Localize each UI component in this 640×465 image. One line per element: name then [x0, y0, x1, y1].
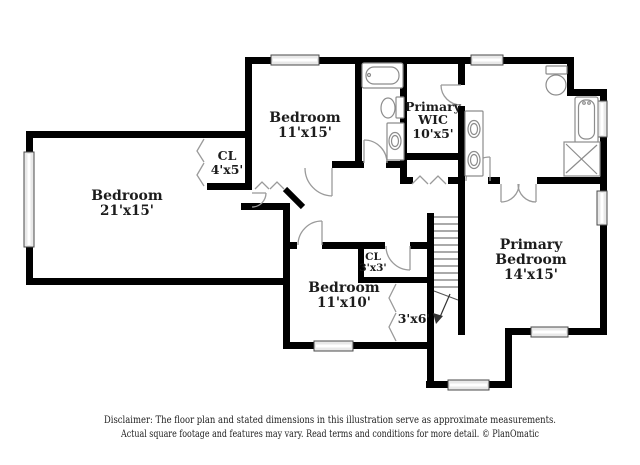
wall-segment — [458, 184, 465, 335]
closet-cl45-label: CL — [218, 148, 237, 163]
window — [23, 151, 35, 248]
bath-fixtures — [361, 62, 601, 177]
primary-bedroom-label-2: Bedroom — [495, 252, 567, 268]
stairs-direction-arrow — [439, 293, 451, 318]
wall-segment — [410, 242, 428, 249]
wall-segment — [283, 242, 297, 249]
walls — [26, 57, 607, 388]
primary-wic-label-2: WIC — [417, 112, 448, 127]
wall-segment — [332, 161, 364, 168]
wall-segment — [358, 247, 364, 279]
disclaimer-line-1: Disclaimer: The floor plan and stated di… — [104, 415, 556, 426]
wall-segment — [427, 213, 434, 388]
window — [447, 379, 490, 391]
wall-segment — [358, 277, 428, 283]
bedroom-top-label: Bedroom — [269, 110, 341, 126]
wall-segment — [400, 177, 413, 184]
wall-segment — [400, 153, 465, 160]
window — [470, 54, 504, 66]
door-arc — [385, 245, 411, 271]
bathtub — [361, 62, 404, 89]
wall-segment — [458, 106, 465, 184]
wall-segment — [386, 161, 403, 168]
bedroom-left-dims: 21'x15' — [100, 203, 154, 219]
wall-segment — [283, 342, 434, 349]
closet-cl45-dims: 4'x5' — [211, 162, 244, 177]
door-arc — [251, 192, 267, 208]
wall-segment — [488, 177, 500, 184]
stairs — [433, 216, 459, 324]
primary-bedroom-label-1: Primary — [500, 237, 563, 253]
door-arc — [304, 167, 333, 197]
window — [530, 326, 569, 338]
wall-segment — [355, 57, 362, 168]
closet-cl33-label: CL — [365, 251, 381, 263]
wall-segment — [26, 131, 252, 138]
bedroom-bottom-dims: 11'x10' — [317, 295, 371, 311]
wall-segment — [567, 89, 607, 96]
bathtub — [574, 96, 599, 144]
stairs-arrow-head — [433, 313, 443, 324]
bedroom-left-label: Bedroom — [91, 188, 163, 204]
wall-segment — [283, 203, 290, 349]
room-labels: Bedroom 21'x15' Bedroom 11'x15' CL 4'x5'… — [91, 99, 567, 326]
wall-segment — [567, 57, 574, 96]
door-leaf-diagonal — [282, 186, 306, 210]
bedroom-top-dims: 11'x15' — [278, 125, 332, 141]
closet-3x6-dims: 3'x6' — [398, 311, 431, 326]
window — [270, 54, 320, 66]
wall-segment — [458, 57, 465, 85]
door-arc — [297, 220, 323, 246]
wall-segment — [207, 183, 252, 190]
windows — [23, 54, 608, 391]
wall-segment — [245, 57, 574, 64]
door-arc — [363, 139, 388, 164]
door-arc — [440, 84, 462, 106]
window — [596, 190, 608, 226]
wall-segment — [26, 278, 290, 285]
double-sink-vanity — [464, 110, 484, 177]
closet-cl33-dims: 3'x3' — [359, 262, 386, 274]
wall-segment — [505, 328, 512, 388]
shower — [563, 141, 601, 177]
disclaimer: Disclaimer: The floor plan and stated di… — [104, 415, 556, 440]
primary-wic-label-1: Primary — [405, 99, 462, 114]
wall-segment — [400, 153, 407, 184]
primary-wic-dims: 10'x5' — [412, 126, 453, 141]
bifold-door — [254, 181, 285, 190]
bifold-door — [388, 283, 397, 342]
toilet — [380, 96, 405, 119]
wall-segment — [241, 203, 290, 210]
wall-segment — [448, 177, 465, 184]
toilet — [545, 65, 568, 96]
bedroom-bottom-label: Bedroom — [308, 280, 380, 296]
double-door-arcs — [500, 183, 537, 203]
wall-segment — [245, 57, 252, 183]
wall-segment — [322, 242, 385, 249]
wall-segment — [537, 177, 607, 184]
bifold-door — [196, 138, 205, 187]
disclaimer-line-2: Actual square footage and features may v… — [120, 428, 539, 440]
primary-bedroom-dims: 14'x15' — [504, 267, 558, 283]
sink-vanity — [386, 122, 405, 161]
bifold-door — [411, 175, 447, 185]
window — [313, 340, 354, 352]
